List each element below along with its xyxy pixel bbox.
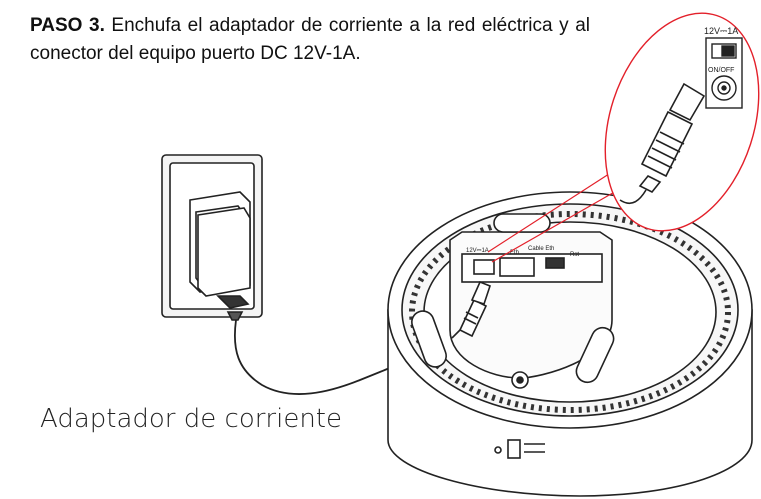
zoomed-dc-plug: [619, 82, 706, 205]
step-instruction: PASO 3. Enchufa el adaptador de corrient…: [30, 12, 590, 68]
zoomed-dc-port: [705, 37, 743, 109]
dc-plug-device: [451, 280, 491, 339]
step-label: PASO 3.: [30, 15, 105, 36]
device-eth-label: Eth: [510, 250, 519, 256]
step-text: Enchufa el adaptador de corriente a la r…: [30, 15, 590, 64]
callout-line: [487, 171, 613, 253]
zoomed-dc-label: 12V⎓1A: [704, 26, 738, 36]
adapter-caption: Adaptador de corriente: [40, 404, 342, 434]
callout-line: [491, 181, 633, 263]
device-eth-cable-label: Cable Eth: [528, 246, 554, 252]
power-adapter: [189, 191, 251, 321]
zoomed-switch-label: ON/OFF: [708, 67, 734, 74]
router-device: [387, 191, 753, 497]
device-dc-label: 12V⎓1A: [466, 248, 489, 254]
device-reset-label: Rst: [570, 252, 579, 258]
